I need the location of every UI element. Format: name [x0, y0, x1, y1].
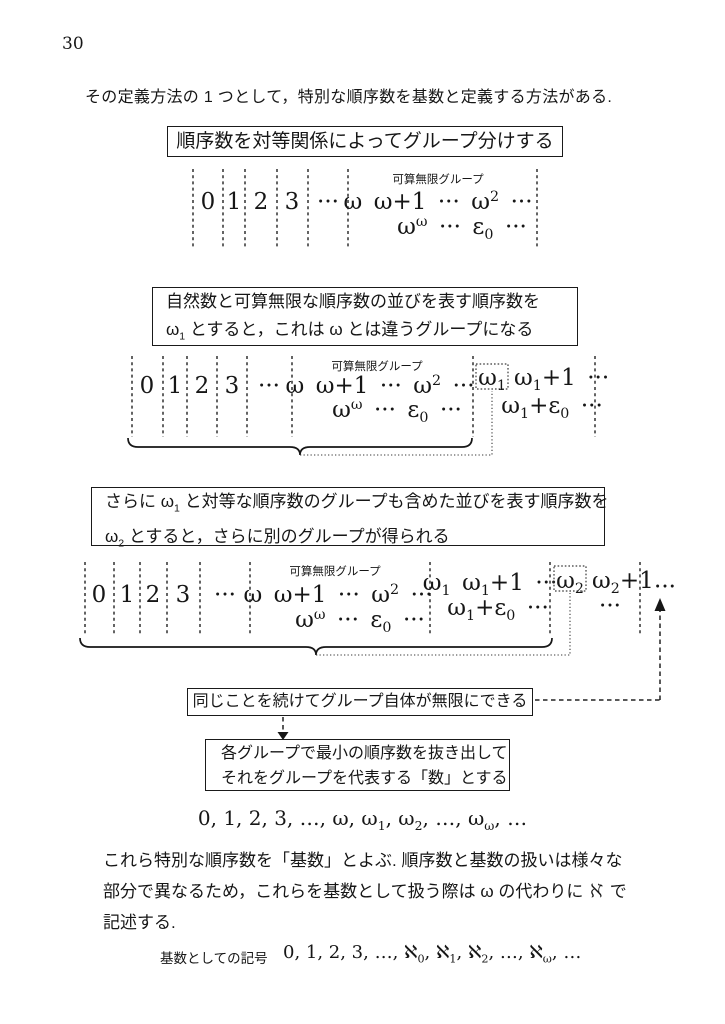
omega-group-row1: ω ω+1 ··· ω2​ ···: [285, 373, 474, 399]
brace-to-omega2-connector: [316, 593, 571, 656]
ordinal-2: 2: [195, 373, 210, 399]
down-arrow-connector: [277, 717, 289, 740]
omega-group-row2: ωω​ ··· ε0​ ···: [295, 607, 425, 636]
paragraph-line: 記述する.: [103, 913, 176, 932]
further-groups-ellipsis: ···: [654, 574, 676, 600]
intro-text: その定義方法の 1 つとして，特別な順序数を基数と定義する方法がある.: [85, 89, 613, 106]
ellipsis: ···: [258, 373, 280, 399]
omega2-symbol: ω2​: [556, 568, 584, 597]
omega1-row1-tail: ω1​+1 ···: [514, 365, 609, 394]
countable-group-label: 可算無限グループ: [392, 172, 484, 186]
paragraph-line: これら特別な順序数を「基数」とよぶ. 順序数と基数の扱いは様々な: [103, 851, 623, 870]
caption-line: 自然数と可算無限な順序数の並びを表す順序数を: [166, 292, 540, 311]
representative-number-box: 各グループで最小の順序数を抜き出して それをグループを代表する「数」とする: [205, 739, 510, 791]
column-separator-lines: [131, 356, 596, 437]
ordinal-2: 2: [146, 582, 161, 608]
ordinal-3: 3: [285, 189, 300, 215]
ordinal-2: 2: [254, 189, 269, 215]
ordinal-0: 0: [201, 189, 216, 215]
ordinal-0: 0: [140, 373, 155, 399]
caption-line: ω2 とすると，さらに別のグループが得られる: [105, 526, 450, 550]
omega1-row2: ω1​+ε0​ ···: [501, 393, 603, 422]
omega2-dotted-box: [553, 565, 587, 592]
underbrace: [79, 637, 553, 656]
ordinal-3: 3: [225, 373, 240, 399]
omega1-group-row2: ω1​+ε0​ ···: [447, 595, 549, 624]
ordinal-3: 3: [176, 582, 191, 608]
ordinal-1: 1: [168, 373, 183, 399]
diagram-ordinal-grouping-3: 0 1 2 3 ··· 可算無限グループ ω ω+1 ··· ω2​ ··· ω…: [79, 562, 676, 701]
ordinal-1: 1: [120, 582, 135, 608]
title-box: 順序数を対等関係によってグループ分けする: [167, 126, 563, 157]
caption-line: ω1 とすると，これは ω とは違うグループになる: [166, 319, 534, 342]
ellipsis: ···: [317, 189, 339, 215]
omega2-row1-tail: ω2​+1: [592, 568, 654, 597]
closing-paragraph: これら特別な順序数を「基数」とよぶ. 順序数と基数の扱いは様々な 部分で異なるた…: [103, 845, 627, 938]
countable-group-label: 可算無限グループ: [289, 564, 381, 578]
column-separator-lines: [192, 169, 538, 248]
omega-group-row2: ωω​ ··· ε0​ ···: [397, 214, 527, 243]
cardinal-notation-label: 基数としての記号: [160, 951, 268, 966]
omega1-dotted-box: [475, 363, 509, 390]
omega1-definition-box: 自然数と可算無限な順序数の並びを表す順序数を ω1 とすると，これは ω とは違…: [152, 287, 578, 346]
arrowhead-icon: [277, 732, 289, 740]
paragraph-line: 部分で異なるため，これらを基数として扱う際は ω の代わりに ℵ で: [103, 882, 627, 901]
brace-to-omega1-connector: [300, 391, 493, 456]
cardinal-sequence: 0, 1, 2, 3, …, ℵ0, ℵ1, ℵ2, …, ℵω, …: [283, 942, 582, 966]
omega2-row2-ellipsis: ···: [599, 593, 621, 619]
omega1-symbol: ω1​: [478, 365, 506, 394]
infinite-groups-box: 同じことを続けてグループ自体が無限にできる: [187, 688, 533, 716]
ordinal-0: 0: [92, 582, 107, 608]
diagram-ordinal-grouping-1: 0 1 2 3 ··· 可算無限グループ ω ω+1 ··· ω2​ ··· ω…: [192, 169, 538, 248]
ellipsis: ···: [214, 582, 236, 608]
page-number: 30: [62, 34, 84, 54]
omega-group-row1: ω ω+1 ··· ω2​ ···: [343, 189, 532, 215]
caption-line: それをグループを代表する「数」とする: [221, 770, 508, 787]
omega2-definition-box: さらに ω1 と対等な順序数のグループも含めた並びを表す順序数を ω2 とすると…: [91, 487, 609, 549]
diagram-ordinal-grouping-2: 0 1 2 3 ··· 可算無限グループ ω ω+1 ··· ω2​ ··· ω…: [127, 356, 609, 456]
omega-group-row2: ωω​ ··· ε0​ ···: [332, 397, 462, 426]
underbrace: [127, 437, 473, 456]
ordinal-sequence: 0, 1, 2, 3, …, ω, ω1, ω2, …, ωω, …: [197, 806, 528, 833]
ordinal-1: 1: [227, 189, 242, 215]
caption-line: さらに ω1 と対等な順序数のグループも含めた並びを表す順序数を: [105, 492, 609, 515]
caption-line: 各グループで最小の順序数を抜き出して: [221, 745, 508, 762]
countable-group-label: 可算無限グループ: [331, 359, 423, 373]
omega-group-row1: ω ω+1 ··· ω2​ ···: [243, 582, 432, 608]
infinite-groups-arrow: [535, 598, 666, 701]
